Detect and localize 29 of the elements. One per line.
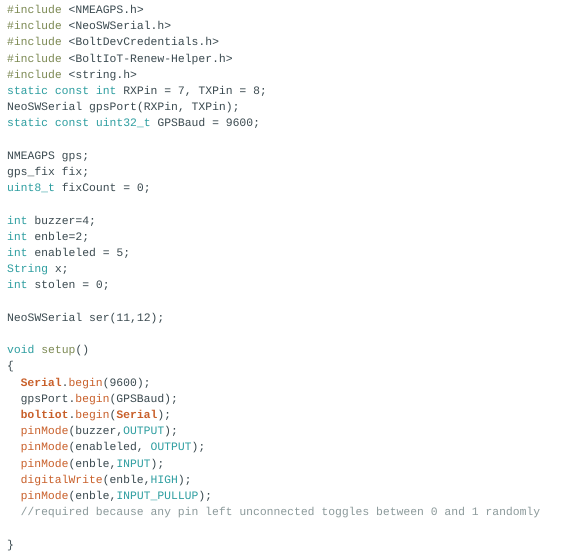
code-line: int enble=2; bbox=[7, 230, 90, 246]
code-line: #include <string.h> bbox=[7, 68, 137, 84]
code-line: } bbox=[7, 538, 14, 554]
code-line: gps_fix fix; bbox=[7, 166, 90, 181]
code-line: NMEAGPS gps; bbox=[7, 150, 90, 165]
code-line: #include <BoltDevCredentials.h> bbox=[7, 36, 219, 52]
code-line: digitalWrite(enble,HIGH); bbox=[20, 474, 192, 489]
code-line: String x; bbox=[7, 262, 69, 278]
code-line: Serial.begin(9600); bbox=[20, 376, 150, 392]
code-line: pinMode(enble,INPUT_PULLUP); bbox=[20, 490, 212, 505]
code-line: int stolen = 0; bbox=[7, 278, 110, 294]
code-line: pinMode(enble,INPUT); bbox=[20, 458, 164, 473]
code-line: #include <NeoSWSerial.h> bbox=[7, 20, 172, 36]
code-line: void setup() bbox=[7, 344, 90, 360]
code-line: NeoSWSerial ser(11,12); bbox=[7, 312, 164, 327]
code-line: pinMode(enableled, OUTPUT); bbox=[20, 440, 206, 456]
code-line: static const int RXPin = 7, TXPin = 8; bbox=[7, 84, 267, 100]
code-line: #include <BoltIoT-Renew-Helper.h> bbox=[7, 52, 233, 68]
code-line: NeoSWSerial gpsPort(RXPin, TXPin); bbox=[7, 100, 240, 116]
code-line: int enableled = 5; bbox=[7, 246, 130, 262]
code-line: static const uint32_t GPSBaud = 9600; bbox=[7, 116, 260, 132]
code-line: pinMode(buzzer,OUTPUT); bbox=[20, 424, 178, 440]
code-line: uint8_t fixCount = 0; bbox=[7, 182, 151, 198]
code-line: int buzzer=4; bbox=[7, 214, 96, 230]
code-line: { bbox=[7, 360, 14, 376]
code-line: #include <NMEAGPS.h> bbox=[7, 4, 144, 19]
code-line: //required because any pin left unconnected toggles between 0 and 1 randomly bbox=[20, 506, 540, 522]
code-line: gpsPort.begin(GPSBaud); bbox=[20, 392, 178, 408]
code-line: boltiot.begin(Serial); bbox=[20, 408, 172, 424]
